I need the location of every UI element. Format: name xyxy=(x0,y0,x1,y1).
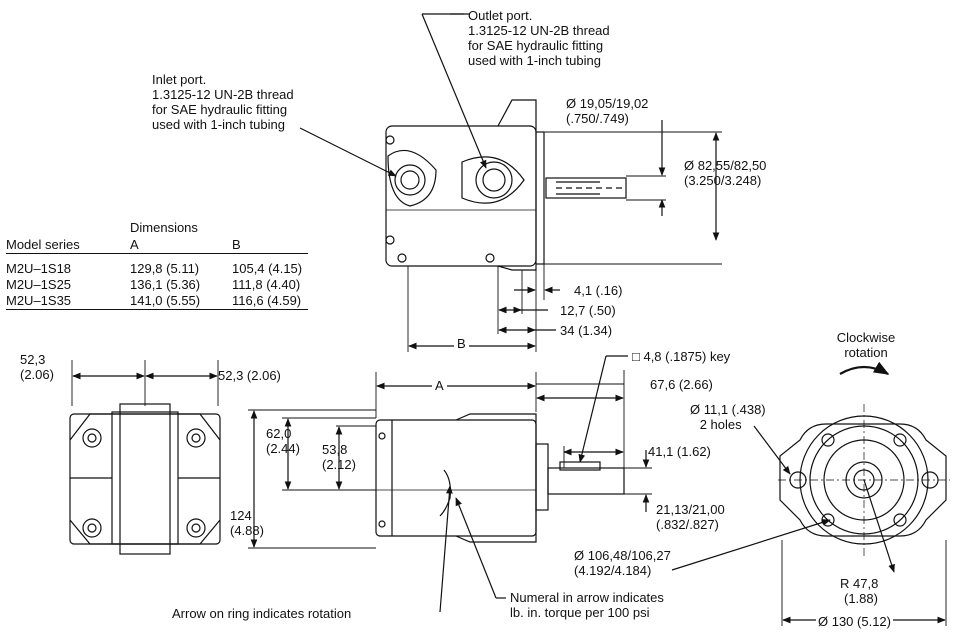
cell-b: 105,4 (4.15) xyxy=(232,261,303,276)
rotation-arrow-callout: Arrow on ring indicates rotation xyxy=(172,606,352,621)
dim-21-13: 21,13/21,00 (.832/.827) xyxy=(656,502,725,532)
dim-r-47-8: R 47,8 (1.88) xyxy=(840,576,879,606)
cell-a: 136,1 (5.36) xyxy=(130,277,201,292)
col-model-series: Model series xyxy=(6,237,80,252)
cell-b: 111,8 (4.40) xyxy=(232,277,301,292)
dim-52-3-right: 52,3 (2.06) xyxy=(218,368,281,383)
table-row: M2U–1S25 136,1 (5.36) 111,8 (4.40) xyxy=(6,277,308,292)
pilot-diameter-dim: Ø 82,55/82,50 (3.250/3.248) xyxy=(684,158,767,188)
key-callout: □ 4,8 (.1875) key xyxy=(632,349,731,364)
outlet-port-callout: Outlet port. 1.3125-12 UN-2B thread for … xyxy=(468,8,610,68)
mount-holes-callout: Ø 11,1 (.438) 2 holes xyxy=(690,402,766,432)
dim-62-0: 62,0 (2.44) xyxy=(266,426,300,456)
cell-b: 116,6 (4.59) xyxy=(232,293,302,308)
dim-106-48: Ø 106,48/106,27 (4.192/4.184) xyxy=(574,548,671,578)
dim-41-1: 41,1 (1.62) xyxy=(648,444,711,459)
side-view xyxy=(375,413,625,543)
dim-34: 34 (1.34) xyxy=(560,323,613,338)
dim-4-1: 4,1 (.16) xyxy=(574,283,623,298)
cell-a: 129,8 (5.11) xyxy=(130,261,200,276)
clockwise-rotation-label: Clockwise rotation xyxy=(836,330,896,360)
left-end-view xyxy=(69,403,221,555)
dim-130: Ø 130 (5.12) xyxy=(816,614,893,629)
numeral-callout: Numeral in arrow indicates lb. in. torqu… xyxy=(510,590,664,620)
table-row: M2U–1S18 129,8 (5.11) 105,4 (4.15) xyxy=(6,261,308,276)
table-header-row: Model series A B xyxy=(6,237,308,254)
dim-label-a: A xyxy=(432,378,447,393)
col-a: A xyxy=(130,237,139,252)
table-dimensions-header: Dimensions xyxy=(130,220,198,235)
dim-53-8: 53,8 (2.12) xyxy=(322,442,356,472)
dim-label-b: B xyxy=(454,336,469,351)
dim-124: 124 (4.88) xyxy=(230,508,264,538)
table-bottom-rule xyxy=(6,309,308,310)
outlet-port xyxy=(475,161,513,199)
dim-12-7: 12,7 (.50) xyxy=(560,303,616,318)
cell-model: M2U–1S18 xyxy=(6,261,72,276)
dim-52-3-left: 52,3 (2.06) xyxy=(20,352,54,382)
table-row: M2U–1S35 141,0 (5.55) 116,6 (4.59) xyxy=(6,293,308,308)
dim-67-6: 67,6 (2.66) xyxy=(650,377,713,392)
shaft-diameter-dim: Ø 19,05/19,02 (.750/.749) xyxy=(566,96,649,126)
inlet-port-callout: Inlet port. 1.3125-12 UN-2B thread for S… xyxy=(152,72,294,132)
cell-a: 141,0 (5.55) xyxy=(130,293,201,308)
top-view xyxy=(385,99,627,271)
cell-model: M2U–1S25 xyxy=(6,277,72,292)
cell-model: M2U–1S35 xyxy=(6,293,72,308)
col-b: B xyxy=(232,237,241,252)
inlet-port xyxy=(394,164,426,196)
